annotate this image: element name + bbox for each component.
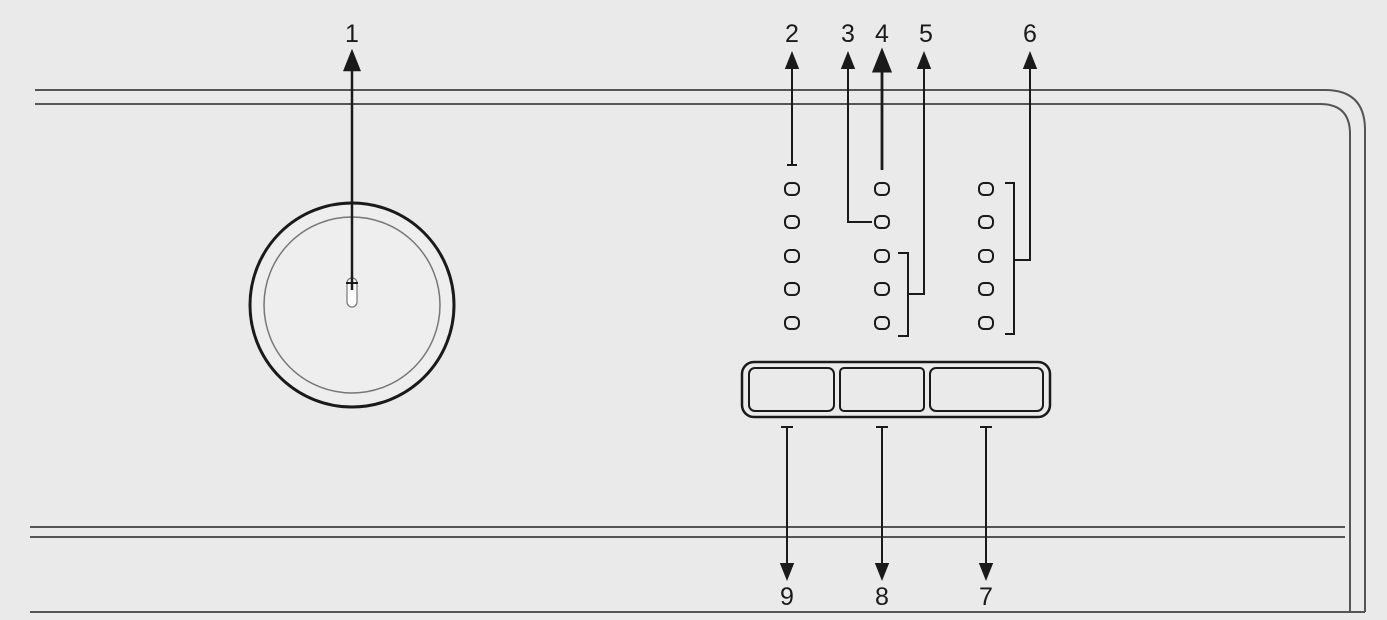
leader-line-3	[840, 51, 872, 223]
middle-button[interactable]	[839, 367, 925, 412]
indicator-light	[978, 182, 994, 196]
leader-bracket-6	[1005, 182, 1015, 335]
indicator-light	[784, 316, 800, 330]
leader-line-5	[908, 51, 932, 295]
panel-top-edge-inner	[35, 103, 1351, 612]
indicator-light	[978, 282, 994, 296]
left-button[interactable]	[748, 367, 835, 412]
indicator-light	[784, 215, 800, 229]
callout-7: 7	[979, 583, 993, 611]
leader-lines	[343, 47, 1038, 581]
indicator-light	[874, 182, 890, 196]
program-knob[interactable]	[248, 201, 456, 409]
indicator-light	[978, 215, 994, 229]
callout-5: 5	[919, 20, 933, 48]
callout-labels: 1 2 3 4 5 6 9 8 7	[345, 20, 1037, 611]
callout-8: 8	[875, 583, 889, 611]
indicator-light	[874, 282, 890, 296]
button-strip-outer	[740, 360, 1052, 419]
button-strip	[740, 360, 1052, 419]
indicator-light	[874, 215, 890, 229]
indicator-lights	[784, 182, 994, 330]
indicator-light	[874, 249, 890, 263]
indicator-light	[978, 249, 994, 263]
led-column-left	[784, 182, 800, 330]
panel-outline	[30, 89, 1366, 613]
callout-3: 3	[841, 20, 855, 48]
callout-2: 2	[785, 20, 799, 48]
indicator-light	[784, 182, 800, 196]
callout-4: 4	[875, 20, 889, 48]
indicator-light	[978, 316, 994, 330]
indicator-light	[784, 249, 800, 263]
indicator-light	[784, 282, 800, 296]
led-column-middle	[874, 182, 890, 330]
panel-top-edge-outer	[35, 89, 1366, 612]
callout-1: 1	[345, 20, 359, 48]
indicator-light	[874, 316, 890, 330]
right-button[interactable]	[929, 367, 1044, 412]
callout-6: 6	[1023, 20, 1037, 48]
callout-9: 9	[780, 583, 794, 611]
leader-line-6	[1014, 51, 1038, 261]
led-column-right	[978, 182, 994, 330]
